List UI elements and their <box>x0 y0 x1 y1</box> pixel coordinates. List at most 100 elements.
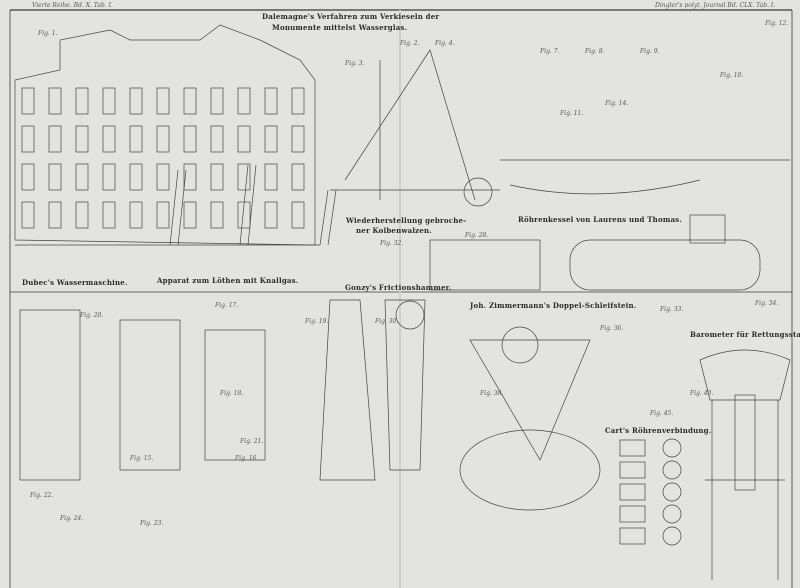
building-window <box>237 163 251 191</box>
crane-frame <box>330 49 500 201</box>
title-kolbenwalzen-line2: ner Kolbenwalzen. <box>356 226 432 235</box>
pipe-joint <box>619 483 646 501</box>
pipe-joint <box>619 505 646 523</box>
roller-drawing <box>429 239 541 291</box>
grindstone-drawing <box>459 429 601 511</box>
title-zimmermann: Joh. Zimmermann's Doppel-Schleifstein. <box>470 301 637 310</box>
building-window <box>129 125 143 153</box>
building-window <box>210 125 224 153</box>
figure-label: Fig. 40. <box>690 390 714 397</box>
building-window <box>48 125 62 153</box>
figure-label: Fig. 34. <box>755 300 779 307</box>
building-window <box>183 87 197 115</box>
building-window <box>21 87 35 115</box>
pipe-ring <box>662 526 682 546</box>
pulley <box>501 326 539 364</box>
figure-label: Fig. 11. <box>560 110 584 117</box>
building-window <box>183 201 197 229</box>
ladder <box>169 169 187 246</box>
figure-label: Fig. 12. <box>765 20 789 27</box>
title-roehrenkessel: Röhrenkessel von Laurens und Thomas. <box>518 215 682 224</box>
hammer-drawing <box>319 299 426 481</box>
figure-label: Fig. 16. <box>235 455 259 462</box>
building-window <box>102 125 116 153</box>
pipe-ring <box>662 460 682 480</box>
building-window <box>183 163 197 191</box>
title-dalemagne-line1: Dalemagne's Verfahren zum Verkieseln der <box>262 12 440 21</box>
building-window <box>75 163 89 191</box>
title-barometer: Barometer für Rettungsstationen. <box>690 330 800 339</box>
figure-label: Fig. 17. <box>215 302 239 309</box>
figure-label: Fig. 28. <box>465 232 489 239</box>
title-cart: Cart's Röhrenverbindung. <box>605 426 712 435</box>
building-window <box>156 163 170 191</box>
building-window <box>291 87 305 115</box>
figure-label: Fig. 4. <box>435 40 455 47</box>
building-window <box>102 87 116 115</box>
building-window <box>75 201 89 229</box>
figure-label: Fig. 38. <box>480 390 504 397</box>
building-facade-drawing <box>14 24 337 246</box>
title-gonzy: Gonzy's Frictionshammer. <box>345 283 452 292</box>
building-window <box>210 87 224 115</box>
building-window <box>102 163 116 191</box>
pipe-joint <box>619 461 646 479</box>
apparatus-drawing <box>119 319 181 471</box>
building-window <box>264 163 278 191</box>
boiler-dome <box>689 214 726 244</box>
figure-label: Fig. 45. <box>650 410 674 417</box>
figure-label: Fig. 19. <box>305 318 329 325</box>
barometer-drawing <box>699 349 791 580</box>
figure-label: Fig. 36. <box>600 325 624 332</box>
figure-label: Fig. 10. <box>720 72 744 79</box>
building-window <box>237 87 251 115</box>
hose-pipe <box>500 159 790 195</box>
grindstone-frame <box>469 339 591 461</box>
title-loethen: Apparat zum Löthen mit Knallgas. <box>157 276 299 285</box>
pipe-ring <box>662 504 682 524</box>
figure-label: Fig. 18. <box>220 390 244 397</box>
building-window <box>129 201 143 229</box>
apparatus-drawing <box>204 329 266 461</box>
ladder <box>319 189 337 246</box>
building-window <box>21 163 35 191</box>
figure-label: Fig. 9. <box>640 48 660 55</box>
apparatus-drawing <box>19 309 81 481</box>
figure-label: Fig. 30. <box>375 318 399 325</box>
building-window <box>237 125 251 153</box>
plate-header-right: Dingler's polyt. Journal Bd. CLX. Tab. I… <box>655 2 776 9</box>
figure-label: Fig. 15. <box>130 455 154 462</box>
building-window <box>21 125 35 153</box>
building-window <box>102 201 116 229</box>
building-window <box>48 87 62 115</box>
plate-header-left: Vierte Reihe. Bd. X. Tab. I. <box>32 2 113 9</box>
title-dalemagne-line2: Monumente mittelst Wasserglas. <box>272 23 408 32</box>
figure-label: Fig. 32. <box>380 240 404 247</box>
building-window <box>210 201 224 229</box>
building-outline <box>14 24 316 246</box>
wheel <box>463 177 493 207</box>
title-kolbenwalzen-line1: Wiederherstellung gebroche- <box>346 216 467 225</box>
building-window <box>75 125 89 153</box>
pipe-joint <box>619 439 646 457</box>
building-window <box>291 125 305 153</box>
building-window <box>129 87 143 115</box>
figure-label: Fig. 22. <box>30 492 54 499</box>
building-window <box>210 163 224 191</box>
figure-label: Fig. 2. <box>400 40 420 47</box>
figure-label: Fig. 14. <box>605 100 629 107</box>
building-window <box>129 163 143 191</box>
flywheel <box>395 300 425 330</box>
figure-label: Fig. 3. <box>345 60 365 67</box>
barometer-tube <box>734 394 756 491</box>
machine-drawings <box>19 49 791 580</box>
building-window <box>156 201 170 229</box>
building-window <box>291 201 305 229</box>
figure-label: Fig. 23. <box>140 520 164 527</box>
figure-label: Fig. 1. <box>38 30 58 37</box>
figure-label: Fig. 8. <box>585 48 605 55</box>
building-window <box>21 201 35 229</box>
pipe-ring <box>662 438 682 458</box>
building-window <box>156 125 170 153</box>
